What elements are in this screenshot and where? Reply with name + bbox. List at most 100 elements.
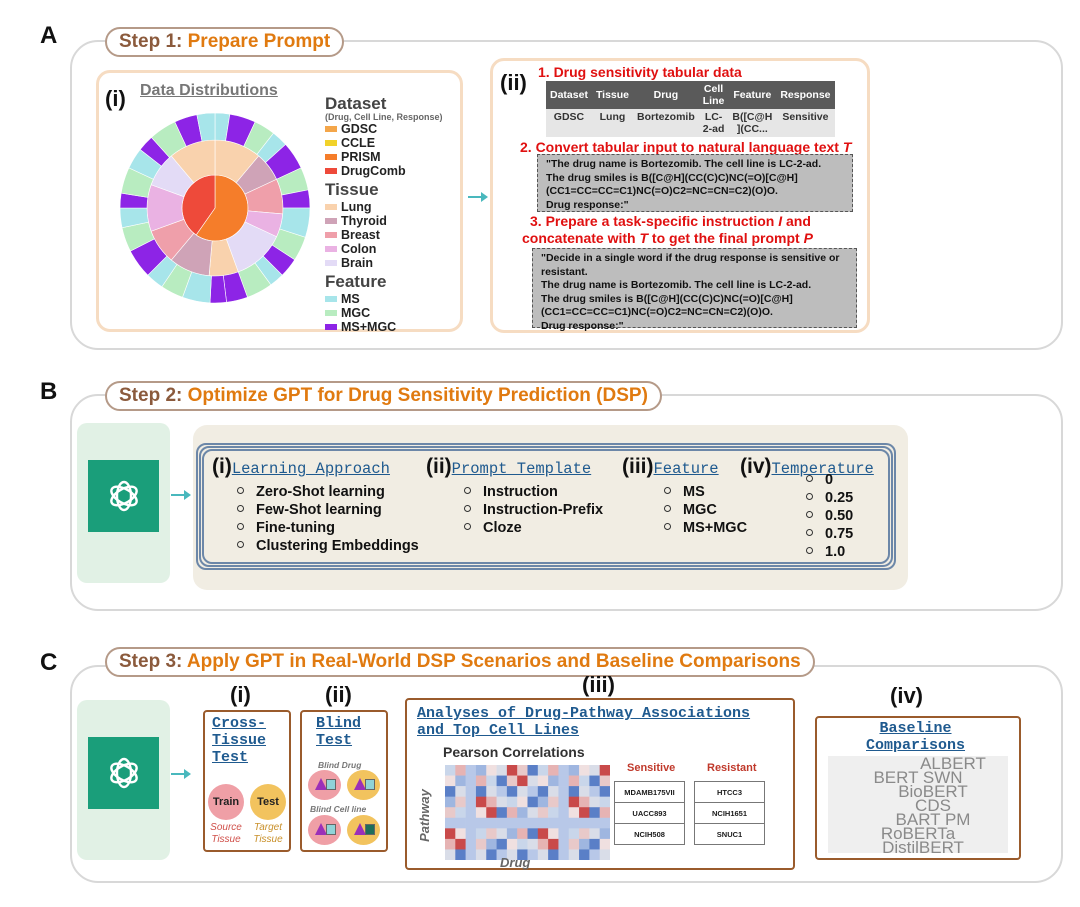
option-item-label: Clustering Embeddings bbox=[256, 538, 419, 554]
options-frame-outer bbox=[196, 443, 896, 570]
legend-swatch bbox=[325, 246, 337, 252]
step-convert-text-label: 2. Convert tabular input to natural lang… bbox=[520, 139, 843, 155]
bullet-icon bbox=[806, 547, 813, 554]
heatmap-cell bbox=[568, 765, 580, 776]
bullet-icon bbox=[237, 487, 244, 494]
heatmap-cell bbox=[486, 775, 497, 787]
text-t-line: (CC1=CC=CC=C1)NC(=O)C2=NC=CN=C2)(O)O. bbox=[546, 185, 778, 197]
title-line: Source bbox=[210, 822, 242, 833]
legend-tissue-title: Tissue bbox=[325, 180, 379, 199]
heatmap-cell bbox=[506, 786, 518, 797]
heatmap-cell bbox=[465, 786, 477, 797]
legend-item: Lung bbox=[325, 200, 460, 214]
heatmap-cell bbox=[486, 807, 497, 819]
option-column-header: (iv)Temperature bbox=[740, 455, 874, 479]
heatmap-cell bbox=[599, 817, 610, 829]
heatmap-cell bbox=[475, 838, 487, 850]
legend-label: DrugComb bbox=[341, 164, 406, 178]
bullet-icon bbox=[664, 487, 671, 494]
option-item-label: Fine-tuning bbox=[256, 520, 335, 536]
heatmap-cell bbox=[579, 775, 590, 787]
legend-label: Brain bbox=[341, 256, 373, 270]
option-column-title: Temperature bbox=[771, 460, 874, 478]
panel-c-letter: C bbox=[40, 649, 58, 676]
legend-label: MGC bbox=[341, 306, 371, 320]
title-line: Tissue bbox=[211, 834, 241, 845]
title-line: Cross- bbox=[212, 715, 267, 732]
option-item: Instruction-Prefix bbox=[464, 501, 603, 519]
heatmap-cell bbox=[548, 807, 559, 819]
option-column-roman: (ii) bbox=[426, 455, 452, 478]
heatmap-cell bbox=[506, 849, 518, 860]
legend-item: Breast bbox=[325, 228, 460, 242]
cell-line-row: MDAMB175VII bbox=[614, 781, 685, 803]
baseline-model: CDS bbox=[915, 796, 951, 815]
drug-table-header-cell: Feature bbox=[728, 81, 777, 109]
arrow-icon bbox=[171, 769, 191, 779]
option-item-label: Zero-Shot learning bbox=[256, 484, 385, 500]
cell-square-icon bbox=[326, 824, 336, 835]
step-2-text: Optimize GPT for Drug Sensitivity Predic… bbox=[187, 385, 648, 406]
openai-logo-icon bbox=[88, 460, 159, 532]
heatmap-cell bbox=[475, 765, 487, 776]
heatmap-cell bbox=[599, 796, 610, 808]
legend-swatch bbox=[325, 232, 337, 238]
blind-sample-circle bbox=[347, 770, 380, 800]
legend-label: GDSC bbox=[341, 122, 378, 136]
legend-label: Colon bbox=[341, 242, 377, 256]
option-column-title: Learning Approach bbox=[231, 460, 390, 478]
var-t: T bbox=[842, 139, 852, 155]
heatmap-cell bbox=[455, 786, 466, 797]
text-t-line: Drug response:" bbox=[546, 198, 629, 211]
option-item-label: Few-Shot learning bbox=[256, 502, 382, 518]
drug-table-cell: GDSC bbox=[546, 109, 592, 137]
baseline-models-bg bbox=[828, 756, 1008, 853]
step-1-prefix: Step 1: bbox=[119, 31, 188, 52]
heatmap-cell bbox=[537, 838, 549, 850]
resistant-header: Resistant bbox=[707, 762, 757, 774]
option-item: MS+MGC bbox=[664, 519, 747, 537]
drug-table-cell: Sensitive bbox=[776, 109, 835, 137]
legend-feature-title: Feature bbox=[325, 272, 387, 291]
title-line: Comparisons bbox=[866, 737, 966, 754]
heatmap-cell bbox=[486, 828, 497, 840]
title-line: Tissue bbox=[253, 834, 283, 845]
heatmap-cell bbox=[517, 786, 528, 797]
heatmap-cell bbox=[568, 828, 580, 840]
heatmap-cell bbox=[475, 828, 487, 840]
heatmap-cell bbox=[475, 786, 487, 797]
option-item-label: 0.50 bbox=[825, 508, 854, 524]
heatmap-cell bbox=[558, 849, 570, 860]
bullet-icon bbox=[806, 529, 813, 536]
title-line: Baseline bbox=[879, 720, 952, 737]
heatmap-cell bbox=[527, 807, 539, 819]
text-p-line: "Decide in a single word if the drug res… bbox=[541, 252, 840, 264]
text-p-line: resistant. bbox=[541, 265, 588, 278]
option-item: Few-Shot learning bbox=[237, 501, 419, 519]
arrow-icon bbox=[171, 490, 191, 500]
heatmap-cell bbox=[558, 838, 570, 850]
legend-item: DrugComb bbox=[325, 164, 460, 178]
bullet-icon bbox=[664, 505, 671, 512]
heatmap-cell bbox=[558, 765, 570, 776]
step3-c: concatenate with bbox=[522, 230, 640, 246]
title-line: Analyses of Drug-Pathway Associations bbox=[417, 705, 751, 722]
bullet-icon bbox=[464, 505, 471, 512]
heatmap-cell bbox=[548, 796, 559, 808]
var-t-2: T bbox=[639, 230, 649, 246]
option-item: 0.25 bbox=[806, 489, 874, 507]
options-frame-inner bbox=[202, 449, 890, 564]
option-item-label: Instruction bbox=[483, 484, 558, 500]
baseline-model: BioBERT bbox=[898, 782, 968, 801]
heatmap-cell bbox=[486, 796, 497, 808]
cell-line-name: NCIH508 bbox=[614, 823, 685, 845]
drug-table-cell: Lung bbox=[591, 109, 634, 137]
bullet-icon bbox=[237, 541, 244, 548]
test-label: Test bbox=[257, 796, 279, 808]
